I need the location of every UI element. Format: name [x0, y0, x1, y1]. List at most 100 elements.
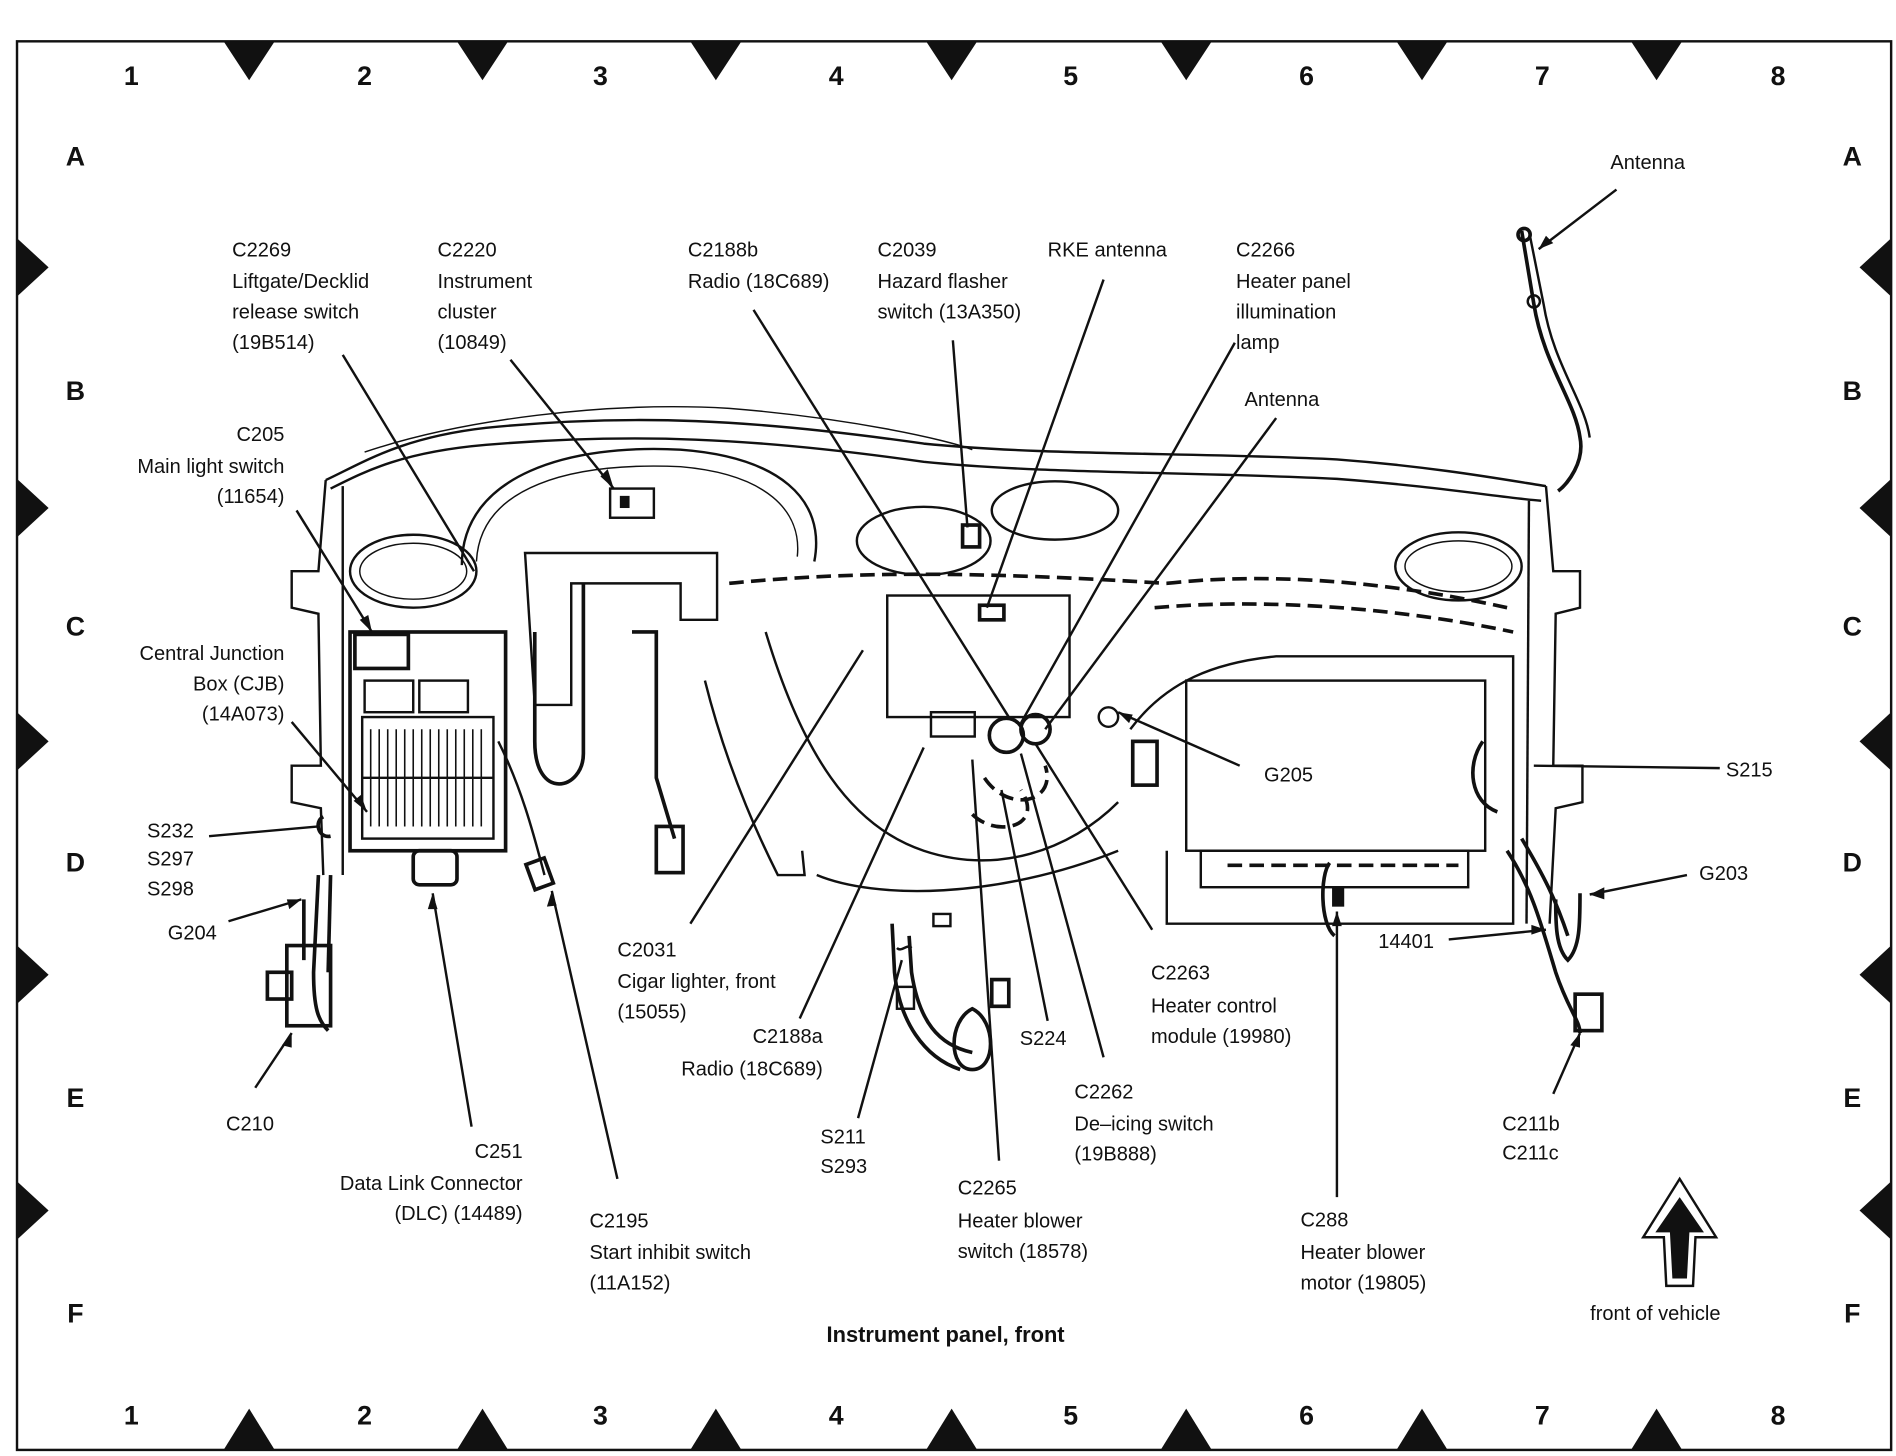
arrow-up-icon-fill: [1655, 1197, 1704, 1279]
leader-rke-antenna: [985, 279, 1105, 609]
column-label: 2: [357, 1400, 372, 1430]
callout-c210: C210: [226, 1113, 274, 1135]
grid-marker: [1859, 238, 1892, 297]
grid-marker: [17, 478, 49, 538]
callout-line: G205: [1264, 764, 1313, 786]
leader-14401: [1448, 928, 1547, 941]
leader-c2031: [689, 649, 864, 925]
callout-s211: S211 S293: [820, 1127, 867, 1178]
grid-marker: [926, 41, 978, 81]
right-row-labels: A B C D E F: [1843, 141, 1862, 1328]
callout-line: motor (19805): [1300, 1272, 1426, 1294]
grid-marker: [223, 1408, 275, 1450]
leader-c2039: [951, 340, 969, 528]
arrowhead: [286, 899, 302, 910]
callout-line: S298: [147, 879, 194, 901]
arrowheads: [281, 235, 1605, 1048]
leader-c2266: [1019, 342, 1236, 724]
front-of-vehicle-indicator: front of vehicle: [1590, 1176, 1721, 1325]
callout-line: C2265: [958, 1178, 1017, 1200]
leader-c2263: [1034, 743, 1154, 931]
grid-marker: [690, 1408, 742, 1450]
row-label: C: [66, 612, 85, 642]
grid-marker: [17, 238, 49, 297]
row-label: D: [66, 847, 85, 877]
diagram-title: Instrument panel, front: [827, 1322, 1066, 1347]
callout-line: Heater blower: [958, 1211, 1083, 1233]
callout-c2220: C2220 Instrument cluster (10849): [438, 239, 533, 353]
grid-marker: [1160, 1408, 1212, 1450]
heater-control-cluster: [971, 712, 1052, 829]
leader-c2188b: [752, 309, 1010, 718]
callout-c2262: C2262 De–icing switch (19B888): [1074, 1082, 1213, 1166]
callout-line: Hazard flasher: [878, 271, 1009, 293]
leader-g205: [1117, 711, 1241, 767]
callout-line: G203: [1699, 863, 1748, 885]
column-label: 1: [124, 1400, 139, 1430]
callout-line: Start inhibit switch: [589, 1242, 751, 1264]
callout-line: (10849): [438, 332, 507, 354]
callout-line: Radio (18C689): [688, 271, 830, 293]
column-label: 4: [829, 1400, 844, 1430]
row-label: B: [66, 376, 85, 406]
arrowhead: [1538, 235, 1554, 250]
callout-line: C211b: [1502, 1113, 1560, 1135]
callout-c2269: C2269 Liftgate/Decklid release switch (1…: [232, 239, 369, 353]
callout-line: (14A073): [202, 704, 284, 726]
callout-line: Antenna: [1610, 152, 1686, 174]
leader-c2195: [550, 890, 619, 1180]
callout-s232: S232 S297 S298: [147, 820, 194, 900]
callout-line: S293: [820, 1156, 867, 1178]
callout-s215: S215: [1726, 760, 1773, 782]
arrowhead: [353, 794, 368, 812]
fuse-array: [362, 729, 494, 827]
column-label: 7: [1535, 61, 1550, 91]
grid-marker: [17, 1181, 49, 1240]
callout-line: (11A152): [589, 1272, 670, 1294]
row-label: D: [1843, 847, 1862, 877]
callout-g204: G204: [168, 922, 217, 944]
row-label: E: [1843, 1083, 1861, 1113]
leader-lines: [208, 188, 1720, 1198]
callout-line: C2039: [878, 239, 937, 261]
callout-cjb: Central Junction Box (CJB) (14A073): [140, 643, 285, 726]
right-grid-markers: [1859, 238, 1892, 1240]
grid-marker: [456, 41, 509, 81]
callout-g203: G203: [1699, 863, 1748, 885]
column-label: 8: [1771, 61, 1786, 91]
grid-marker: [1396, 41, 1448, 81]
instrument-panel-drawing: [265, 226, 1604, 1072]
callout-line: C2195: [589, 1211, 648, 1233]
callout-line: Cigar lighter, front: [617, 971, 776, 993]
grid-marker: [1631, 41, 1683, 81]
callout-line: Radio (18C689): [681, 1059, 823, 1081]
callout-antenna-mid: Antenna: [1245, 389, 1321, 411]
callout-c2266: C2266 Heater panel illumination lamp: [1236, 239, 1351, 353]
grid-marker: [1859, 478, 1892, 538]
column-label: 5: [1063, 1400, 1078, 1430]
column-label: 4: [829, 61, 844, 91]
callout-c288: C288 Heater blower motor (19805): [1300, 1209, 1426, 1294]
callout-c2188a: C2188a Radio (18C689): [681, 1026, 823, 1081]
callout-line: 14401: [1378, 931, 1434, 953]
callout-line: module (19980): [1151, 1026, 1291, 1048]
callout-line: C2220: [438, 239, 497, 261]
callout-line: S215: [1726, 760, 1773, 782]
leader-cjb: [290, 721, 368, 813]
grid-marker: [1859, 712, 1892, 771]
arrowhead: [359, 614, 372, 632]
callout-line: C2269: [232, 239, 291, 261]
grid-marker: [456, 1408, 509, 1450]
grid-marker: [17, 945, 49, 1004]
column-label: 5: [1063, 61, 1078, 91]
grid-marker: [17, 712, 49, 771]
callout-line: Heater control: [1151, 995, 1277, 1017]
column-label: 8: [1771, 1400, 1786, 1430]
callout-c2031: C2031 Cigar lighter, front (15055): [617, 939, 776, 1023]
leader-g203: [1589, 873, 1688, 896]
left-grid-markers: [17, 238, 49, 1240]
bottom-grid-markers: [223, 1408, 1683, 1450]
callout-c205: C205 Main light switch (11654): [137, 424, 284, 508]
callout-line: C205: [236, 424, 284, 446]
